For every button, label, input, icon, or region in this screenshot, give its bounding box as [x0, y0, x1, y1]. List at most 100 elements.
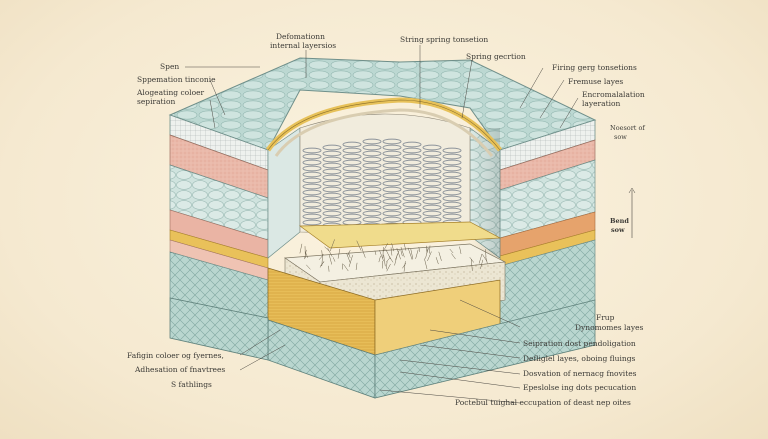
spring-coil	[322, 198, 342, 205]
spring-coil	[382, 210, 402, 217]
fiber-strand	[415, 249, 419, 259]
label-left-footlings: S fathlings	[171, 380, 212, 389]
spring-coil	[422, 186, 442, 193]
spring-coil	[302, 195, 322, 202]
fiber-strand	[330, 239, 335, 252]
fiber-strand	[469, 257, 475, 263]
spring-coil	[402, 177, 422, 184]
spring-coil	[302, 213, 322, 220]
label-left-aligning-2: sepiration	[137, 97, 176, 106]
fiber-strand	[426, 247, 429, 254]
fiber-strand	[424, 258, 428, 270]
fiber-strand	[321, 254, 323, 266]
spring-coil	[362, 216, 382, 223]
label-right-fracture: Fremuse layes	[568, 77, 624, 86]
spring-coil	[322, 216, 342, 223]
fiber-strand	[485, 256, 488, 264]
spring-coil	[342, 183, 362, 190]
spring-coil	[342, 213, 362, 220]
fiber-strand	[383, 254, 386, 267]
spring-coil	[322, 180, 342, 187]
spring-coil	[342, 195, 362, 202]
fiber-strand	[343, 264, 349, 272]
fiber-strand	[374, 250, 377, 255]
spring-coil	[382, 162, 402, 169]
fiber-strand	[400, 250, 403, 257]
spring-coil	[422, 180, 442, 187]
spring-coil	[422, 198, 442, 205]
spring-coil	[422, 174, 442, 181]
spring-coil	[322, 210, 342, 217]
spring-coil	[442, 171, 462, 178]
fiber-strand	[318, 254, 324, 260]
spring-coil	[322, 150, 342, 157]
spring-coil	[382, 204, 402, 211]
spring-coil	[402, 195, 422, 202]
spring-coil	[402, 183, 422, 190]
fiber-strand	[379, 250, 384, 262]
fiber-strand	[332, 257, 336, 262]
spring-coil	[302, 165, 322, 172]
label-left-adhesion: Adhesation of fnavtrees	[135, 365, 226, 374]
fiber-strand	[391, 243, 395, 252]
spring-coil	[362, 210, 382, 217]
spring-coil	[302, 177, 322, 184]
label-right-encom-1: Encromalalation	[582, 90, 645, 99]
fiber-strand	[360, 246, 366, 258]
spring-coil	[442, 159, 462, 166]
label-left-fatigue: Fafigin coloer og fyernes,	[127, 351, 224, 360]
spring-coil	[342, 207, 362, 214]
spring-coil	[362, 198, 382, 205]
spring-coil	[422, 168, 442, 175]
spring-coil	[362, 186, 382, 193]
label-left-separation: Sppemation tinconie	[137, 75, 216, 84]
label-left-aligning-1: Alogeating coloer	[137, 88, 205, 97]
spring-coil	[402, 213, 422, 220]
spring-coil	[422, 192, 442, 199]
spring-coil	[362, 192, 382, 199]
spring-coil	[422, 162, 442, 169]
spring-coil	[342, 147, 362, 154]
label-right-especialise: Epeslolse ing dots pecucation	[523, 383, 637, 392]
spring-coil	[302, 153, 322, 160]
spring-coil	[402, 201, 422, 208]
spring-coil	[422, 156, 442, 163]
spring-coil	[302, 219, 322, 226]
label-right-bend-2: sow	[611, 226, 625, 234]
label-right-dynamic: Dynomomes layes	[575, 323, 644, 332]
spring-coil	[362, 204, 382, 211]
fiber-strand	[478, 253, 483, 264]
spring-coil	[442, 207, 462, 214]
label-right-encom-2: layeration	[582, 99, 621, 108]
label-top-center-2: internal layersios	[270, 41, 337, 50]
spring-coil	[402, 207, 422, 214]
spring-coil	[362, 144, 382, 151]
spring-coil	[322, 204, 342, 211]
label-right-separation: Seipration dost pendoligation	[523, 339, 636, 348]
spring-coil	[442, 189, 462, 196]
spring-coil	[382, 192, 402, 199]
spring-coil	[442, 195, 462, 202]
spring-coil	[402, 159, 422, 166]
spring-base-plate	[298, 221, 502, 249]
spring-coil	[322, 168, 342, 175]
fiber-strand	[348, 255, 353, 267]
fiber-strand	[346, 253, 351, 263]
spring-coil	[422, 216, 442, 223]
fiber-strand	[348, 252, 351, 258]
fiber-strand	[427, 251, 432, 262]
spring-coil	[382, 174, 402, 181]
fiber-strand	[386, 257, 391, 263]
spring-coil	[322, 144, 342, 151]
spring-coil	[382, 216, 402, 223]
fiber-strand	[402, 262, 407, 269]
spring-coil	[342, 153, 362, 160]
label-right-frup: Frup	[596, 313, 615, 322]
fiber-strand	[470, 259, 473, 271]
fiber-strand	[407, 247, 413, 260]
fiber-strand	[480, 259, 484, 269]
fiber-strand	[304, 251, 309, 258]
label-right-measure-1: Noesort of	[610, 124, 645, 132]
spring-coil	[342, 201, 362, 208]
fiber-strand	[378, 255, 381, 263]
